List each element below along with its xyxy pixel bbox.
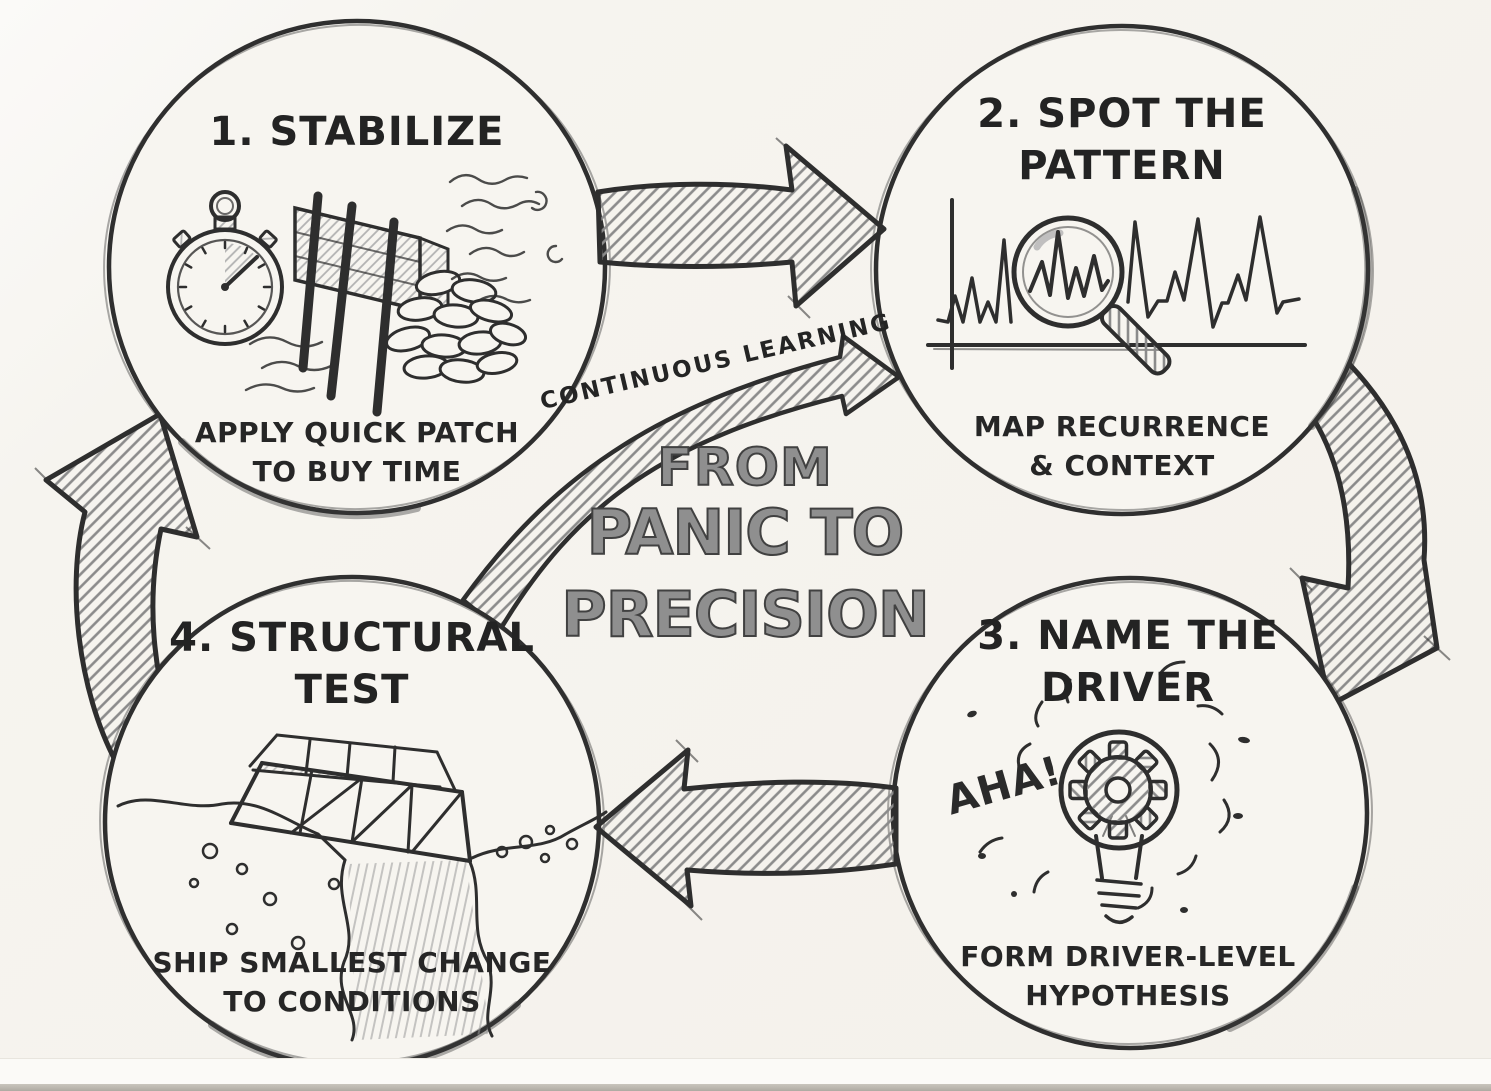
flood-barrier-icon	[244, 174, 564, 417]
step-2-title: 2. SPOT THE PATTERN	[977, 91, 1267, 189]
main-title-line2: PANIC TO	[586, 495, 906, 570]
chart-line-icon	[926, 198, 1307, 370]
step-3-caption: FORM DRIVER-LEVEL HYPOTHESIS	[960, 940, 1296, 1012]
step-1-title-line1: 1. STABILIZE	[209, 109, 505, 155]
magnifier-icon	[1011, 215, 1172, 376]
gear-icon	[1068, 740, 1168, 840]
continuous-learning-arrow	[460, 333, 902, 633]
arrow-step2-to-step3	[1289, 343, 1451, 708]
step-4-title: 4. STRUCTURAL TEST	[169, 615, 535, 713]
lightbulb-icon	[1058, 729, 1180, 924]
step-4-caption: SHIP SMALLEST CHANGE TO CONDITIONS	[152, 946, 552, 1018]
step-2-caption: MAP RECURRENCE & CONTEXT	[973, 410, 1271, 482]
arrow-step1-to-step2	[595, 137, 887, 319]
main-title-line3: PRECISION	[560, 577, 930, 652]
step-1-caption: APPLY QUICK PATCH TO BUY TIME	[194, 416, 520, 488]
scan-edge-bar	[0, 1084, 1491, 1091]
sandbags-icon	[384, 269, 528, 384]
step-1-title: 1. STABILIZE	[210, 106, 505, 158]
step-3-title: 3. NAME THE DRIVER	[977, 613, 1279, 711]
stopwatch-icon	[166, 190, 284, 346]
main-title-line1: FROM	[656, 437, 833, 499]
arrow-step3-to-step4	[593, 739, 899, 921]
water-waves-icon	[244, 174, 564, 393]
truss-bridge-icon	[229, 733, 472, 863]
barrier-posts	[298, 191, 399, 417]
gorge-icon	[116, 798, 608, 1042]
idea-burst-icon	[967, 660, 1250, 913]
scan-edge-band	[0, 1058, 1491, 1085]
